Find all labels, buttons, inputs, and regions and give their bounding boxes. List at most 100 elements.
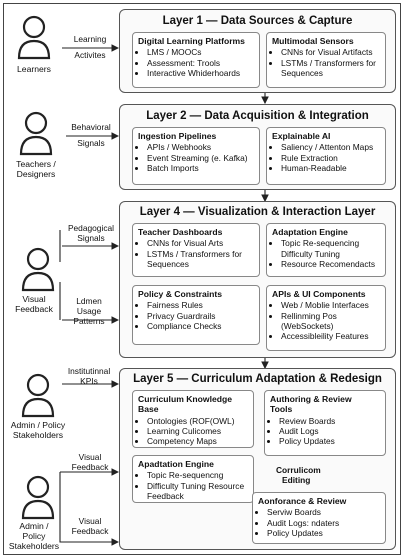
list-item: Web / Moblie Interfaces <box>281 300 380 310</box>
box-list: CNNs for Visual Arts LSTMs / Transformer… <box>138 238 254 269</box>
edge-label-learning: Learning Activites <box>62 34 118 60</box>
admin-bottom-label-line: Policy <box>22 531 46 541</box>
list-item: Learning Culicomes <box>147 426 248 436</box>
box-list: Topic Re-sequencng Difficulty Tuning Res… <box>138 470 248 501</box>
box-list: CNNs for Visual Artifacts LSTMs / Transf… <box>272 47 380 78</box>
list-item: Human-Readable <box>281 163 380 173</box>
admin-top-label: Admin / Policy Stakeholders <box>2 420 74 440</box>
box-title: Curriculum Knowledge Base <box>138 394 233 415</box>
edge-label-line: Visual <box>78 452 102 462</box>
box-title: Explainable AI <box>272 131 331 141</box>
layer-2-title: Layer 2 — Data Acquisition & Integration <box>146 110 369 122</box>
list-item: Compliance Checks <box>147 321 254 331</box>
explainable-ai-box: Explainable AI Saliency / Attenton Maps … <box>266 127 386 185</box>
list-item: Competency Maps <box>147 436 248 446</box>
edge-label-line: Feedback <box>71 462 109 472</box>
list-item: Audit Logs <box>279 426 380 436</box>
list-item: LMS / MOOCs <box>147 47 254 57</box>
box-list: Fairness Rules Privacy Guardrails Compli… <box>138 300 254 331</box>
edge-label-line: KPIs <box>80 376 98 386</box>
list-item: Audit Logs: ndaters <box>267 518 380 528</box>
teachers-actor-icon <box>18 110 54 156</box>
visual-feedback-line: Feedback <box>15 304 53 314</box>
box-list: Web / Moblie Interfaces Rellinming Pos (… <box>272 300 380 341</box>
list-item: Topic Re-sequencing Difficulty Tuning <box>281 238 380 259</box>
edge-label-institutional: Institutinnal KPIs <box>58 366 120 386</box>
edge-label-ldmen: Ldmen Usage Patterns <box>60 296 118 326</box>
list-item: APIs / Webhooks <box>147 142 254 152</box>
policy-constraints-box: Policy & Constraints Fairness Rules Priv… <box>132 285 260 345</box>
list-item: Accessibleility Features <box>281 331 380 341</box>
edge-label-line: Signals <box>77 233 105 243</box>
list-item: Event Streaming (e. Kafka) <box>147 153 254 163</box>
edge-label-line: Ldmen <box>76 296 102 306</box>
list-item: Ontologies (ROF(OWL) <box>147 416 248 426</box>
list-item: Interactive Whiderhoards <box>147 68 254 78</box>
teachers-label: Teachers / Designers <box>4 159 68 179</box>
curriculum-knowledge-base-box: Curriculum Knowledge Base Ontologies (RO… <box>132 390 254 448</box>
teacher-dashboards-box: Teacher Dashboards CNNs for Visual Arts … <box>132 223 260 277</box>
learners-label: Learners <box>17 64 51 74</box>
edge-label-line: Learning <box>73 34 107 44</box>
box-list: APIs / Webhooks Event Streaming (e. Kafk… <box>138 142 254 173</box>
admin-bottom-actor-icon <box>20 474 56 520</box>
layer-1-title: Layer 1 — Data Sources & Capture <box>162 15 353 27</box>
edge-label-line: Activites <box>74 50 106 60</box>
free-label-line: Corrulicom <box>276 465 321 475</box>
box-title: Digital Learning Platforms <box>138 36 245 46</box>
list-item: Privacy Guardrails <box>147 311 254 321</box>
box-title: Apadtation Engine <box>138 459 214 469</box>
adaptation-engine-l5-box: Apadtation Engine Topic Re-sequencng Dif… <box>132 455 254 503</box>
arrow-visual-feedback-2 <box>59 472 120 546</box>
admin-top-actor-icon <box>20 372 56 418</box>
box-title: Adaptation Engine <box>272 227 348 237</box>
curriculum-editing-label: Corrulicom Editing <box>276 465 321 485</box>
admin-top-label-line: Stakeholders <box>12 430 64 440</box>
list-item: Assessment: Trools <box>147 58 254 68</box>
visual-feedback-line: Visual <box>22 294 46 304</box>
layer-1-panel: Layer 1 — Data Sources & Capture Digital… <box>119 9 396 93</box>
teachers-label-line: Designers <box>16 169 56 179</box>
box-title: APIs & UI Components <box>272 289 366 299</box>
list-item: LSTMs / Transformers for Sequences <box>147 249 254 270</box>
box-title: Multimodal Sensors <box>272 36 354 46</box>
multimodal-sensors-box: Multimodal Sensors CNNs for Visual Artif… <box>266 32 386 88</box>
visual-feedback-actor-icon <box>20 246 56 292</box>
ingestion-pipelines-box: Ingestion Pipelines APIs / Webhooks Even… <box>132 127 260 185</box>
list-item: Resource Recomendacts <box>281 259 380 269</box>
admin-bottom-label-line: Stakeholders <box>8 541 60 551</box>
edge-label-line: Feedback <box>71 526 109 536</box>
box-title: Authoring & Review Tools <box>270 394 352 415</box>
box-list: LMS / MOOCs Assessment: Trools Interacti… <box>138 47 254 78</box>
admin-bottom-label-line: Admin / <box>19 521 49 531</box>
layer-2-panel: Layer 2 — Data Acquisition & Integration… <box>119 104 396 190</box>
teachers-label-line: Teachers / <box>16 159 56 169</box>
list-item: Batch Imports <box>147 163 254 173</box>
layer-5-title: Layer 5 — Curriculum Adaptation & Redesi… <box>133 373 382 385</box>
diagram-frame <box>3 3 401 555</box>
edge-label-pedagogical: Pedagogical Signals <box>60 223 122 243</box>
box-list: Ontologies (ROF(OWL) Learning Culicomes … <box>138 416 248 447</box>
assurance-review-box: Aonforance & Review Serviw Boards Audit … <box>252 492 386 544</box>
edge-label-line: Behavioral <box>71 122 111 132</box>
adaptation-engine-box: Adaptation Engine Topic Re-sequencing Di… <box>266 223 386 277</box>
box-title: Ingestion Pipelines <box>138 131 217 141</box>
box-list: Saliency / Attenton Maps Rule Extraction… <box>272 142 380 173</box>
edge-label-line: Patterns <box>73 316 105 326</box>
list-item: Policy Updates <box>267 528 380 538</box>
list-item: Rellinming Pos (WebSockets) <box>281 311 380 332</box>
free-label-line: Editing <box>282 475 311 485</box>
edge-label-visual-feedback-2: Visual Feedback <box>62 516 118 536</box>
list-item: Saliency / Attenton Maps <box>281 142 380 152</box>
layer-4-panel: Layer 4 — Visualization & Interaction La… <box>119 201 396 358</box>
layer-5-panel: Layer 5 — Curriculum Adaptation & Redesi… <box>119 368 396 550</box>
list-item: Topic Re-sequencng <box>147 470 248 480</box>
layer-4-title: Layer 4 — Visualization & Interaction La… <box>139 206 376 218</box>
list-item: Difficulty Tuning Resource Feedback <box>147 481 248 502</box>
box-list: Topic Re-sequencing Difficulty Tuning Re… <box>272 238 380 269</box>
list-item: Review Boards <box>279 416 380 426</box>
edge-label-line: Institutinnal <box>67 366 111 376</box>
authoring-review-tools-box: Authoring & Review Tools Review Boards A… <box>264 390 386 456</box>
edge-label-visual-feedback-1: Visual Feedback <box>62 452 118 472</box>
edge-label-line: Usage <box>76 306 102 316</box>
